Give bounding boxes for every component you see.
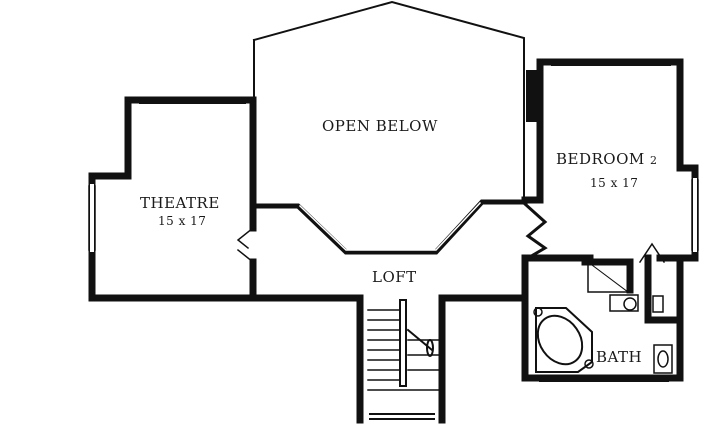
bedroom-2-number: 2	[650, 154, 658, 167]
bedroom-2-label: BEDROOM 2	[556, 150, 658, 168]
theatre-dimensions: 15 x 17	[158, 214, 207, 228]
bedroom-2-dimensions: 15 x 17	[590, 176, 639, 190]
bedroom-walls	[521, 58, 699, 262]
theatre-walls	[88, 96, 364, 302]
open-below-label: OPEN BELOW	[322, 117, 438, 135]
bedroom-2-name: BEDROOM	[556, 150, 645, 168]
theatre-label: THEATRE	[140, 194, 220, 212]
loft-railing	[250, 199, 528, 255]
stair-treads	[367, 309, 441, 391]
open-below-outline	[252, 0, 525, 69]
bath-label: BATH	[596, 348, 643, 366]
loft-label: LOFT	[372, 268, 417, 286]
